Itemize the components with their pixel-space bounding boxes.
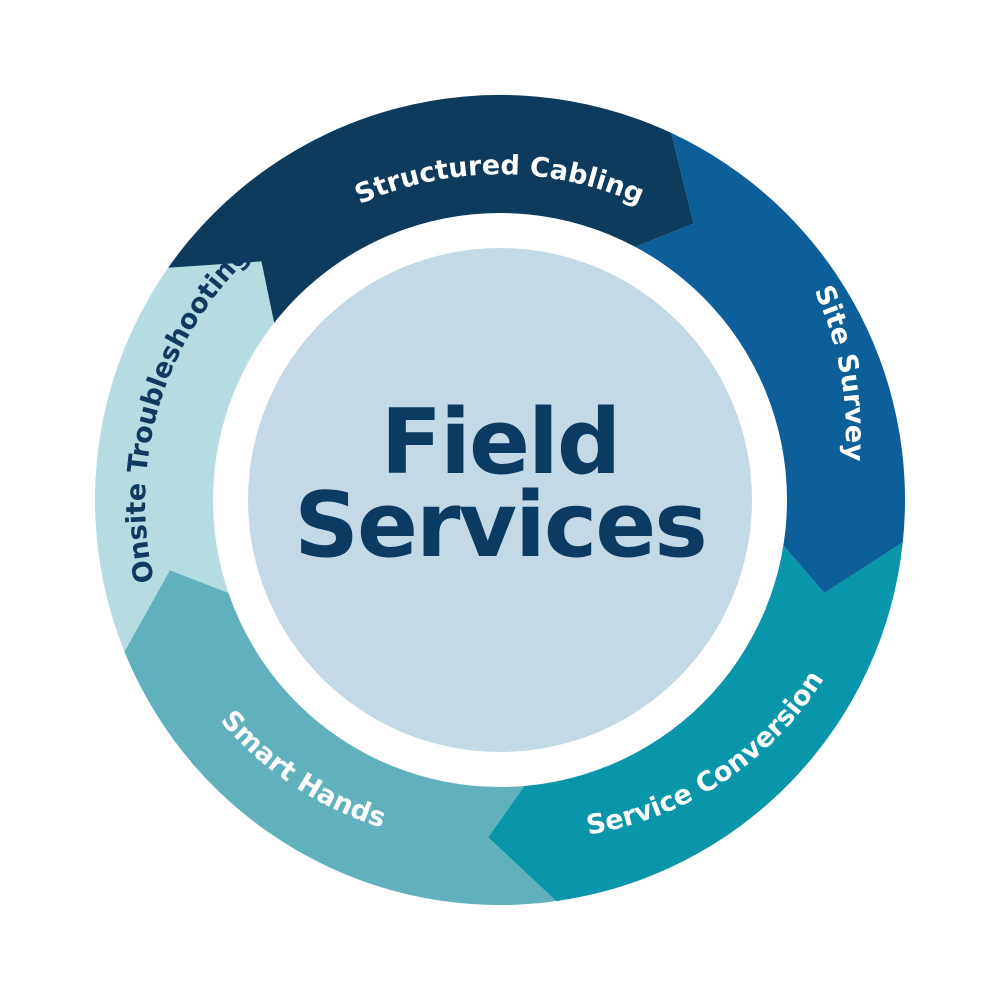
ring-segment-site-survey — [614, 132, 906, 593]
ring-segments — [94, 94, 906, 906]
ring-segment-structured-cabling — [168, 94, 694, 346]
ring-segment-service-conversion — [488, 528, 903, 902]
center-disc — [248, 248, 752, 752]
center-title-line1: Field — [381, 390, 620, 495]
center-title-line2: Services — [294, 473, 706, 578]
